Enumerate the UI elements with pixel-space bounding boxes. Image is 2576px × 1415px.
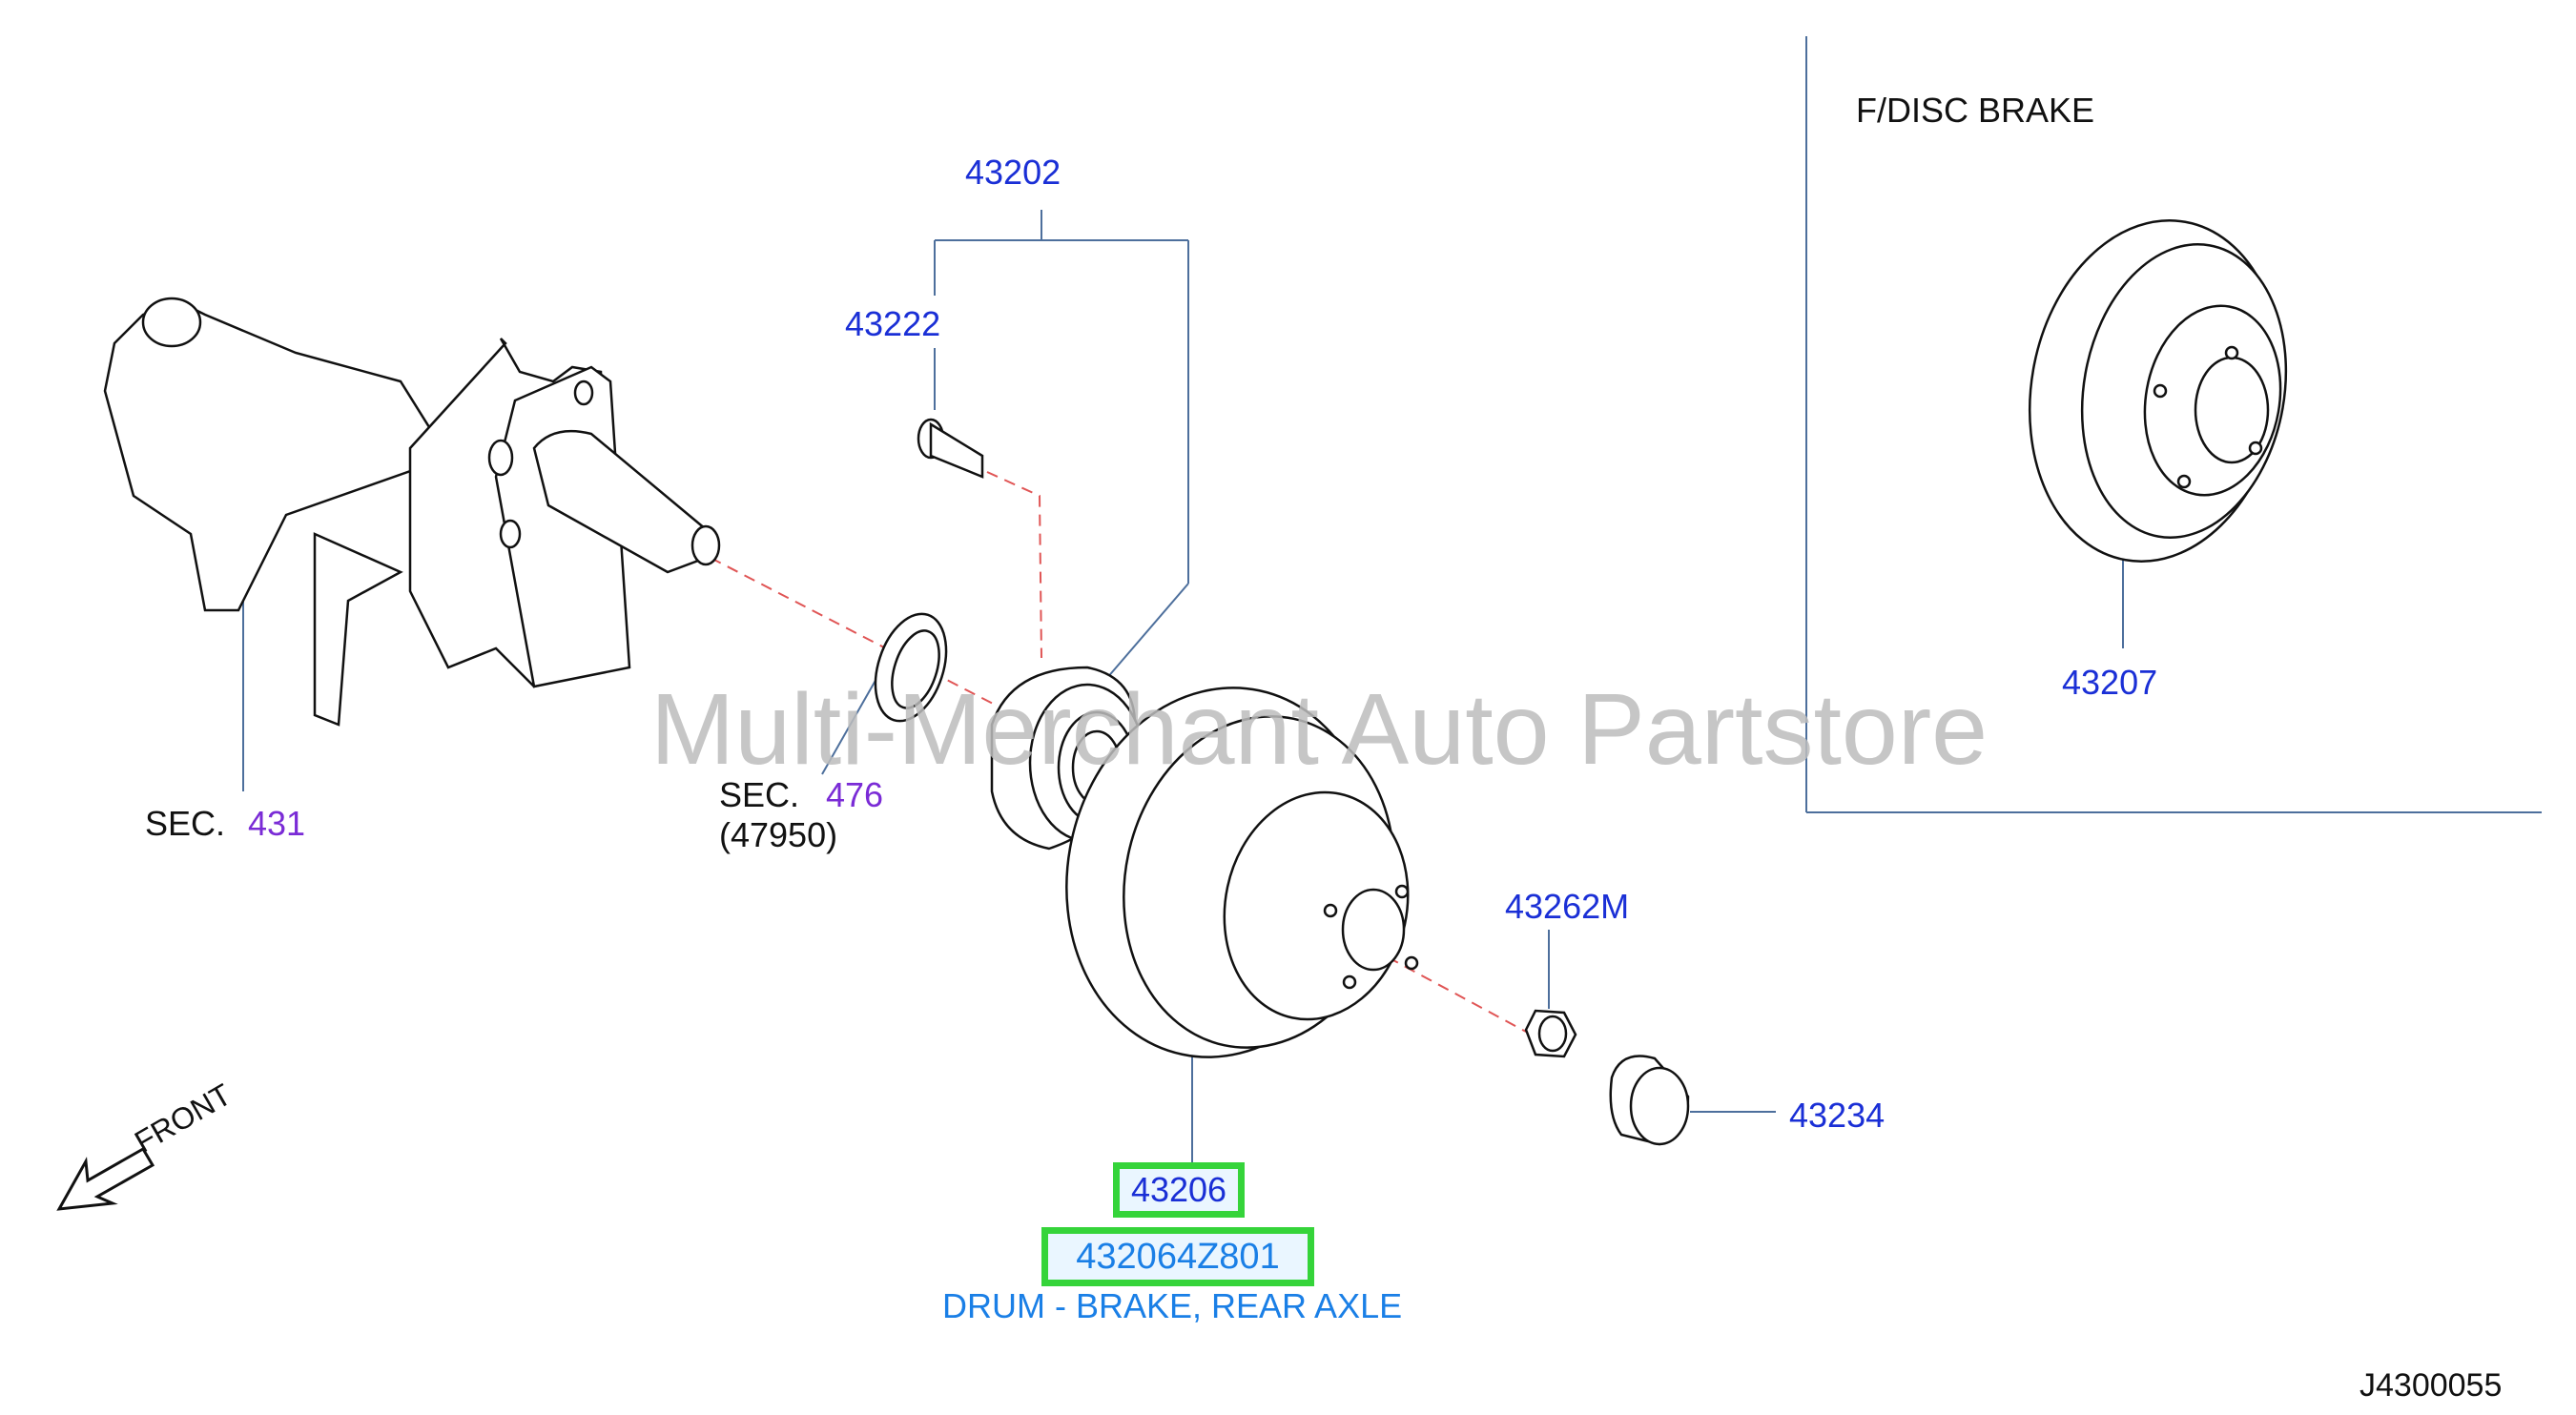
sensor-ref-number: (47950) (719, 815, 838, 854)
selected-part-number-text: 43206 (1130, 1170, 1227, 1209)
selected-part-number[interactable]: 43206 (1113, 1162, 1245, 1218)
selected-part-description: DRUM - BRAKE, REAR AXLE (942, 1286, 1403, 1325)
front-arrow-icon (56, 1146, 155, 1211)
diagram-code: J4300055 (2360, 1367, 2503, 1404)
section-ref-431-prefix: SEC. (145, 804, 226, 843)
section-ref-476-prefix: SEC. (719, 775, 800, 814)
watermark-text: Multi-Merchant Auto Partstore (650, 673, 1989, 786)
part-label-43207[interactable]: 43207 (2062, 663, 2158, 702)
part-label-43262m[interactable]: 43262M (1505, 887, 1630, 926)
brake-drum-drawing (1065, 687, 1419, 1058)
inset-frame (1805, 36, 2542, 813)
grease-cap-drawing (1609, 1055, 1690, 1146)
part-label-43222[interactable]: 43222 (845, 304, 941, 343)
knuckle-drawing (103, 297, 721, 727)
section-ref-431-link[interactable]: 431 (248, 804, 306, 843)
selected-part-oem-code[interactable]: 432064Z801 (1041, 1227, 1314, 1286)
part-label-43202[interactable]: 43202 (965, 153, 1061, 192)
selected-part-oem-code-text: 432064Z801 (1076, 1237, 1280, 1277)
hub-nut-drawing (1524, 1009, 1577, 1058)
disc-rotor-drawing (2028, 219, 2288, 563)
sensor-ring-drawing (874, 612, 948, 723)
assembly-dash-lines (710, 471, 1527, 1033)
part-label-43234[interactable]: 43234 (1789, 1096, 1886, 1135)
hub-bolt-drawing (917, 418, 984, 479)
section-ref-476-link[interactable]: 476 (826, 775, 884, 814)
inset-title: F/DISC BRAKE (1856, 91, 2095, 130)
hub-drawing (990, 666, 1146, 851)
leader-lines (242, 210, 2124, 1163)
